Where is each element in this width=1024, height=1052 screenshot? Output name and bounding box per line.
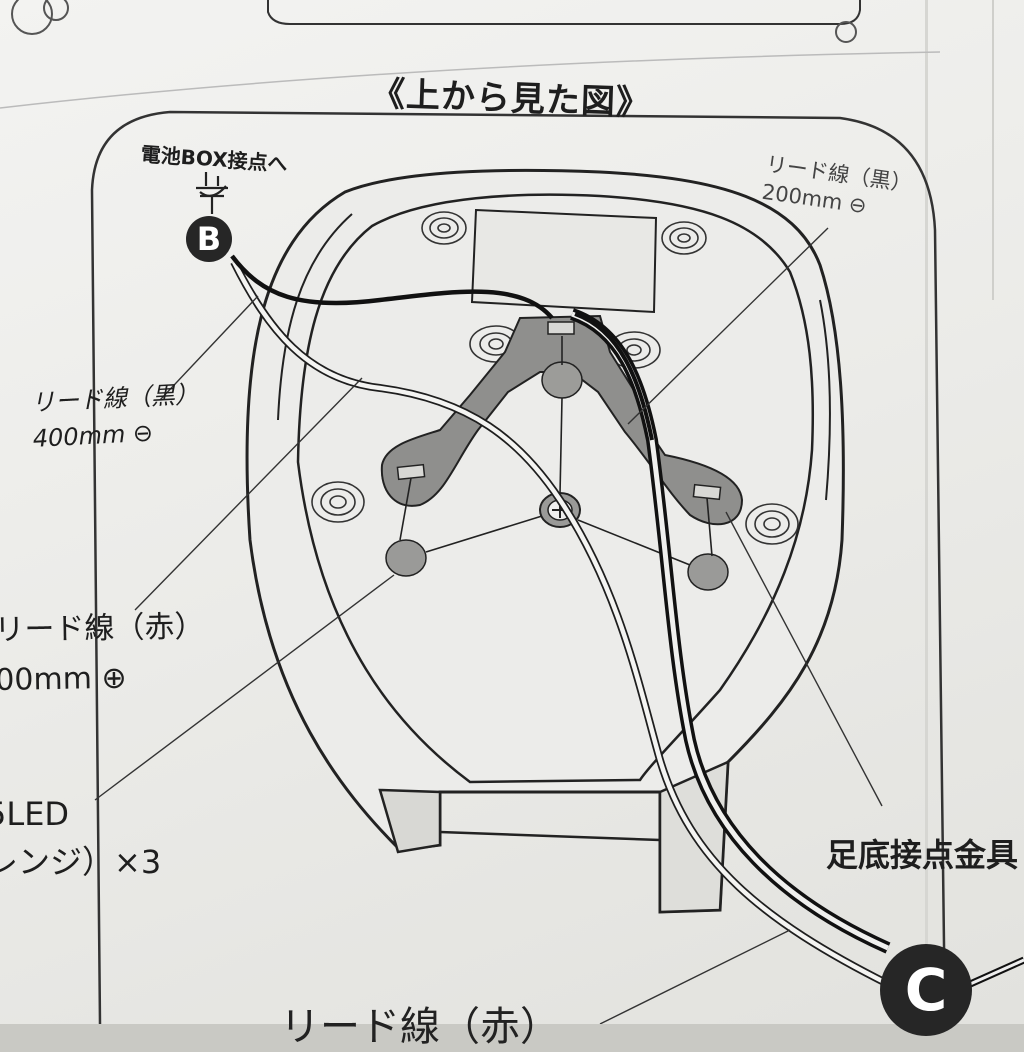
leader-line	[94, 227, 883, 1024]
diagram-frame	[90, 110, 947, 1024]
lead-black-400-label: リード線（黒） 400mm ⊖	[30, 376, 202, 457]
bottom-lead-label: リード線（赤）	[280, 1004, 560, 1050]
led-line-2: レンジ）×3	[0, 843, 162, 881]
foot-inner-rim	[296, 193, 815, 784]
led-line-1: 5LED	[0, 795, 70, 833]
lead-name: リード線（赤）	[0, 609, 205, 648]
heel-block	[378, 788, 442, 854]
top-frame-remnant	[267, 0, 861, 25]
led-dot	[385, 539, 729, 591]
led-label: 5LED レンジ）×3	[0, 790, 161, 886]
diagram-title: 《上から見た図》	[370, 73, 652, 124]
battery-plate	[470, 208, 658, 314]
black-lead-wire-400	[230, 254, 554, 320]
page-divider	[0, 51, 941, 109]
foot-contact-label: 足底接点金具	[826, 836, 1019, 874]
lead-red-label: リード線（赤） 00mm ⊕	[0, 602, 206, 706]
connector-badge-b: B	[186, 216, 232, 262]
lead-length: 00mm ⊕	[0, 660, 127, 698]
connector-badge-c: C	[880, 944, 972, 1036]
page-edge-line	[925, 0, 928, 1024]
terminal-tab	[396, 321, 722, 501]
top-view-diagram	[0, 0, 1024, 1024]
page-edge-line	[992, 0, 994, 300]
